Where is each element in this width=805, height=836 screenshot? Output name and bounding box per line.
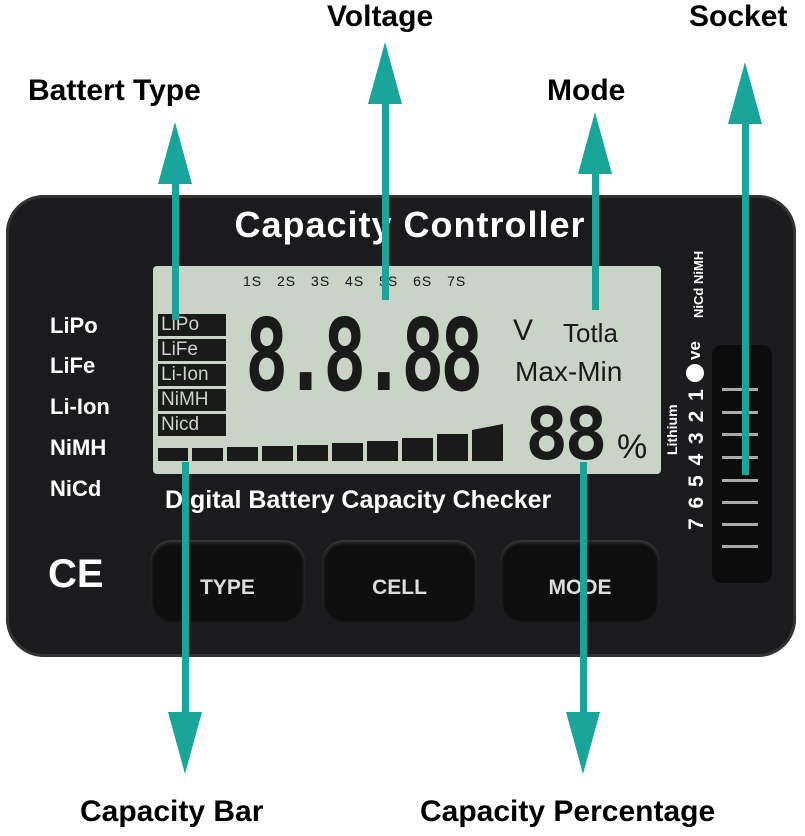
type-nimh: NiMH <box>158 389 226 411</box>
capacity-percentage-arrow <box>580 462 587 717</box>
side-label-liion: Li-Ion <box>50 394 110 419</box>
ce-mark: CE <box>48 552 104 596</box>
battery-type-arrow <box>172 180 179 320</box>
mode-total: Totla <box>563 318 618 348</box>
lcd-screen: 1S 2S 3S 4S 5S 6S 7S LiPo LiFe Li-Ion Ni… <box>153 266 661 474</box>
socket-label-nicd-nimh: NiCd NiMH <box>691 250 706 318</box>
cell-button[interactable]: CELL <box>322 540 477 622</box>
mode-arrow <box>592 170 599 310</box>
mode-max-min: Max-Min <box>515 356 623 387</box>
side-label-life: LiFe <box>50 353 96 378</box>
percentage-digits: 88 <box>525 392 608 476</box>
callout-capacity-percentage: Capacity Percentage <box>420 795 716 828</box>
voltage-digits: 8.8.88 <box>245 297 483 414</box>
battery-type-list: LiPo LiFe Li-Ion NiMH Nicd <box>158 314 226 439</box>
socket-arrow <box>742 120 749 475</box>
callout-socket: Socket <box>689 0 788 33</box>
device-subtitle: Digital Battery Capacity Checker <box>165 486 552 514</box>
arrow-down-icon <box>168 712 202 774</box>
voltage-arrow <box>382 100 389 300</box>
voltage-unit: V <box>513 314 534 347</box>
capacity-bar-arrow <box>182 462 189 717</box>
cell-count-indicators: 1S 2S 3S 4S 5S 6S 7S <box>243 273 467 289</box>
callout-capacity-bar: Capacity Bar <box>80 795 264 828</box>
arrow-up-icon <box>368 42 402 104</box>
arrow-down-icon <box>566 712 600 774</box>
socket-pin-numbers: 7 6 5 4 3 2 1 <box>685 387 708 530</box>
socket-label-lithium: Lithium <box>664 404 680 455</box>
percent-sign: % <box>617 428 648 466</box>
arrow-up-icon <box>158 122 192 184</box>
type-liion: Li-Ion <box>158 364 226 386</box>
socket-label-ve: ve <box>685 341 704 360</box>
callout-battery-type: Battert Type <box>28 74 201 107</box>
arrow-up-icon <box>578 112 612 174</box>
side-label-nimh: NiMH <box>50 435 107 460</box>
side-label-nicd: NiCd <box>50 476 102 501</box>
type-lipo: LiPo <box>158 314 226 336</box>
side-label-lipo: LiPo <box>50 313 98 338</box>
type-nicd: Nicd <box>158 414 226 436</box>
capacity-bar <box>158 424 503 461</box>
type-button[interactable]: TYPE <box>150 540 305 622</box>
device-title: Capacity Controller <box>234 204 586 245</box>
type-life: LiFe <box>158 339 226 361</box>
callout-voltage: Voltage <box>327 0 434 33</box>
arrow-up-icon <box>728 62 762 124</box>
negative-icon <box>686 364 704 382</box>
callout-mode: Mode <box>547 74 626 107</box>
